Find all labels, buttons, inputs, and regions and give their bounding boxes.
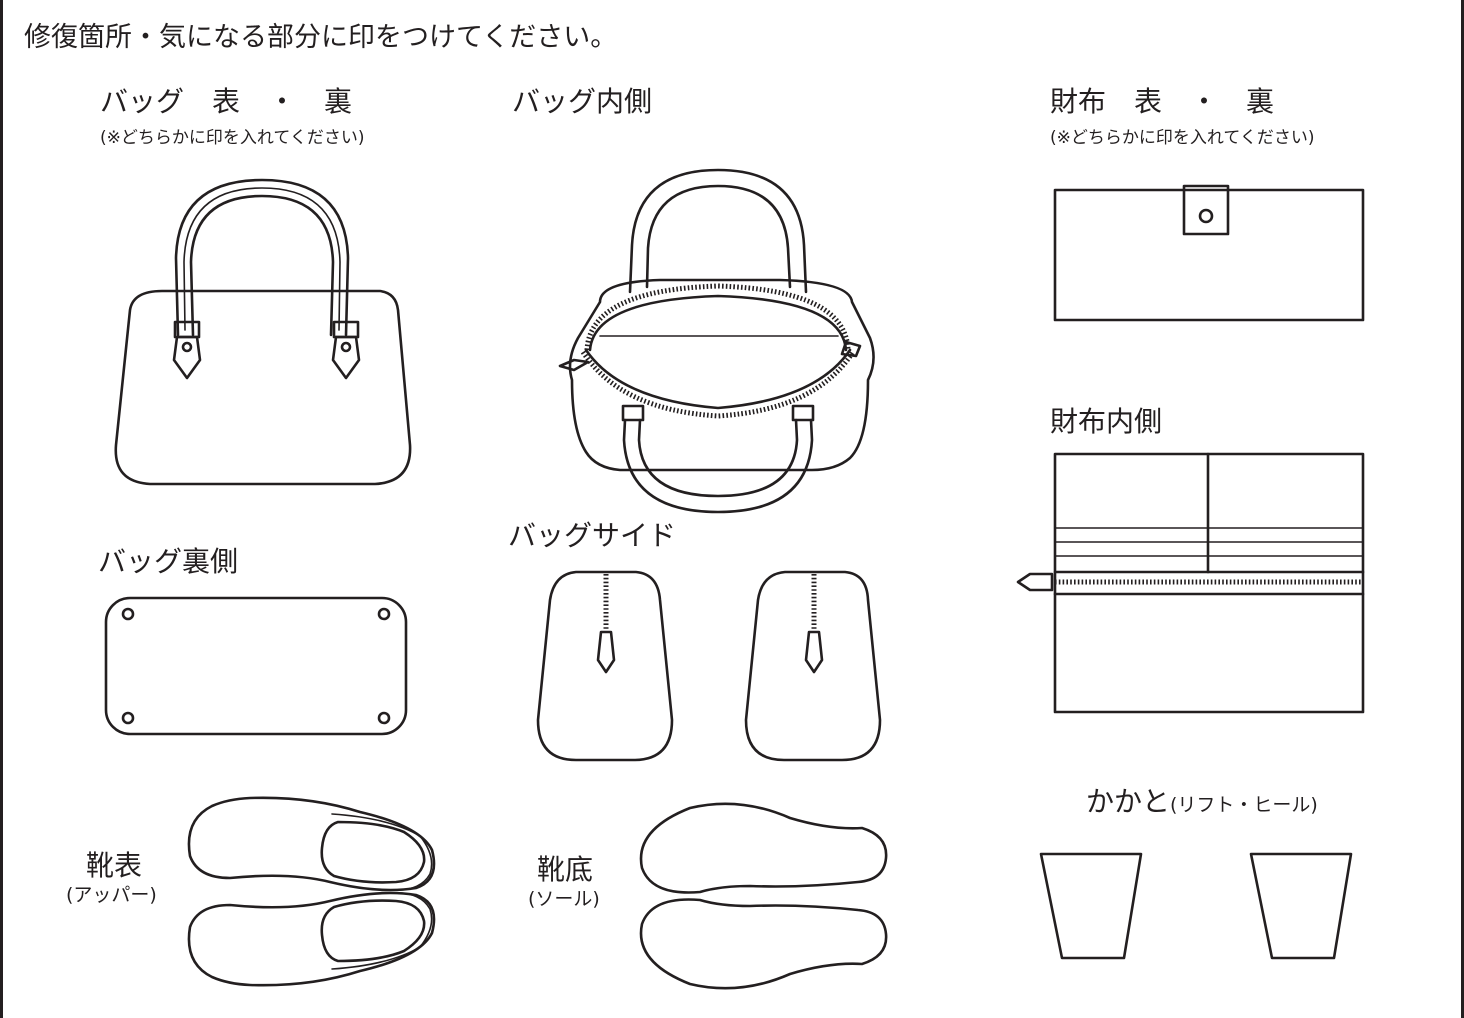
shoe-upper-title: 靴表 <box>86 849 143 882</box>
shoe-sole-title: 靴底 <box>537 853 594 886</box>
wallet-outer-illustration[interactable] <box>1053 184 1365 322</box>
instruction-text: 修復箇所・気になる部分に印をつけてください。 <box>24 22 618 53</box>
bag-bottom-title: バッグ裏側 <box>98 545 239 578</box>
shoe-sole-sub: (ソール) <box>528 888 600 910</box>
bag-bottom-illustration[interactable] <box>104 596 408 736</box>
bag-inner-illustration[interactable] <box>558 168 875 514</box>
shoe-upper-sub: (アッパー) <box>66 884 157 906</box>
wallet-inner-title: 財布内側 <box>1050 405 1163 438</box>
heel-title: かかと(リフト・ヒール) <box>1086 785 1318 818</box>
bag-outer-note: (※どちらかに印を入れてください) <box>100 128 365 148</box>
bag-inner-title: バッグ内側 <box>512 85 653 118</box>
bag-outer-illustration[interactable] <box>114 178 412 486</box>
shoe-upper-illustration[interactable] <box>187 796 436 987</box>
wallet-outer-title: 財布 表 ・ 裏 <box>1050 85 1275 118</box>
bag-side-illustration[interactable] <box>536 570 882 762</box>
wallet-outer-note: (※どちらかに印を入れてください) <box>1050 128 1315 148</box>
wallet-inner-illustration[interactable] <box>1016 452 1365 714</box>
shoe-sole-illustration[interactable] <box>639 802 888 990</box>
heel-illustration[interactable] <box>1039 852 1353 960</box>
bag-side-title: バッグサイド <box>508 519 677 552</box>
bag-outer-title: バッグ 表 ・ 裏 <box>100 85 353 118</box>
